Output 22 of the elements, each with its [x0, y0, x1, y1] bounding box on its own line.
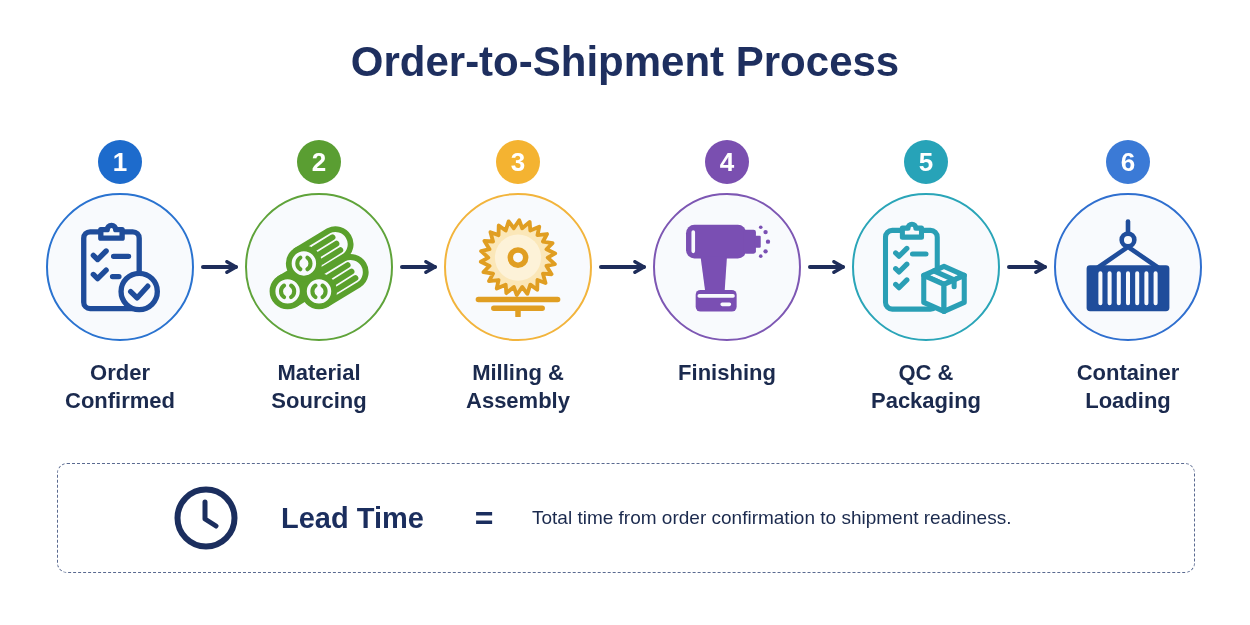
step-number-badge: 2	[297, 140, 341, 184]
definition-text: Total time from order confirmation to shipment readiness.	[532, 506, 1012, 530]
step-number-badge: 6	[1106, 140, 1150, 184]
step-label: Milling & Assembly	[465, 359, 571, 415]
arrow	[1007, 260, 1047, 274]
arrow	[201, 260, 238, 274]
step-number-badge: 5	[904, 140, 948, 184]
step-number-badge: 1	[98, 140, 142, 184]
term-heading: Lead Time	[281, 500, 425, 536]
step-number-badge: 4	[705, 140, 749, 184]
arrow	[400, 260, 437, 274]
step-label: Finishing	[677, 359, 777, 387]
equals-sign: =	[473, 499, 495, 538]
step-label: Material Sourcing	[270, 359, 368, 415]
title: Order-to-Shipment Process	[350, 37, 900, 87]
step-label: Order Confirmed	[64, 359, 176, 415]
dashed-panel	[57, 463, 1195, 573]
step-label: Container Loading	[1075, 359, 1181, 415]
step-label: QC & Packaging	[869, 359, 982, 415]
arrow	[599, 260, 646, 274]
step-number-badge: 3	[496, 140, 540, 184]
arrow	[808, 260, 845, 274]
